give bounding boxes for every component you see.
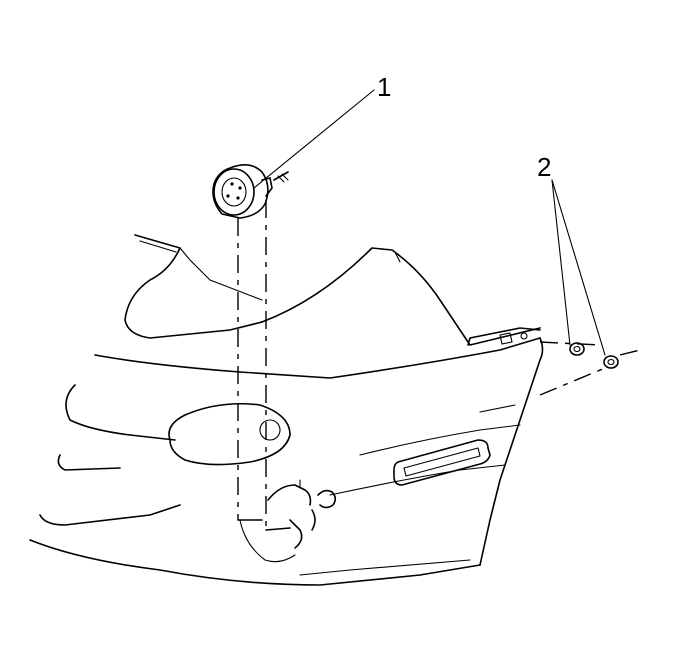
fog-lamp-opening [168, 402, 291, 466]
hood-outline [124, 234, 263, 339]
fog-lamp [212, 164, 289, 219]
fascia-upper [94, 247, 541, 379]
callout-1: 1 [377, 72, 391, 102]
leader-lines [253, 89, 606, 356]
side-reflector [393, 439, 491, 486]
lamp-alignment-lines [237, 200, 291, 531]
stud-axis-lines [539, 341, 641, 396]
bracket-lower [239, 479, 337, 563]
callout-2: 2 [537, 152, 551, 182]
retaining-nut-2 [603, 355, 619, 369]
retaining-nut-1 [569, 342, 585, 356]
fascia-bracket [467, 327, 541, 346]
